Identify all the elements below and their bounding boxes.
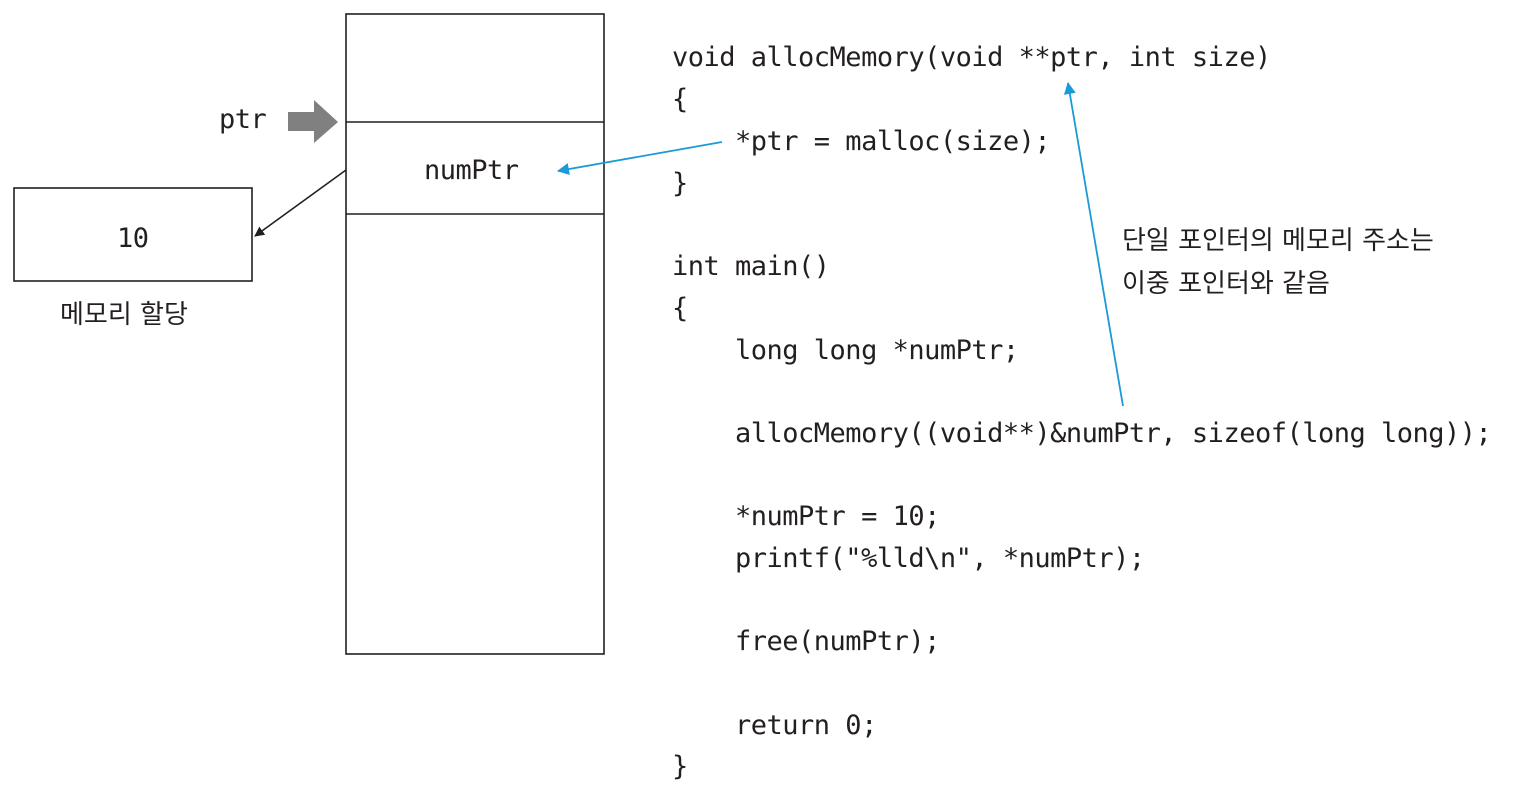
heap-memory-box [13, 187, 253, 282]
code-line: { [672, 293, 688, 324]
allocation-arrow [254, 169, 347, 237]
code-line: } [672, 168, 688, 199]
code-line: { [672, 84, 688, 115]
code-line: *ptr = malloc(size); [672, 126, 1051, 157]
ptr-arrow-icon [288, 100, 338, 143]
code-line: void allocMemory(void **ptr, int size) [672, 42, 1271, 73]
annotation-line-2: 이중 포인터와 같음 [1122, 269, 1330, 299]
code-line: long long *numPtr; [672, 335, 1019, 366]
annotation-line-1: 단일 포인터의 메모리 주소는 [1122, 226, 1434, 256]
ptr-label: ptr [219, 104, 267, 135]
code-line: } [672, 751, 688, 782]
heap-value: 10 [117, 223, 149, 254]
code-line: int main() [672, 251, 830, 282]
heap-caption: 메모리 할당 [60, 300, 188, 330]
code-line: *numPtr = 10; [672, 501, 940, 532]
code-line: free(numPtr); [672, 626, 940, 657]
address-arrow [1063, 82, 1124, 407]
code-line: return 0; [672, 710, 877, 741]
deref-arrow [557, 141, 723, 175]
code-line: allocMemory((void**)&numPtr, sizeof(long… [672, 418, 1492, 449]
numptr-slot-label: numPtr [424, 155, 519, 186]
stack-memory-box [345, 13, 605, 655]
code-line: printf("%lld\n", *numPtr); [672, 543, 1145, 574]
